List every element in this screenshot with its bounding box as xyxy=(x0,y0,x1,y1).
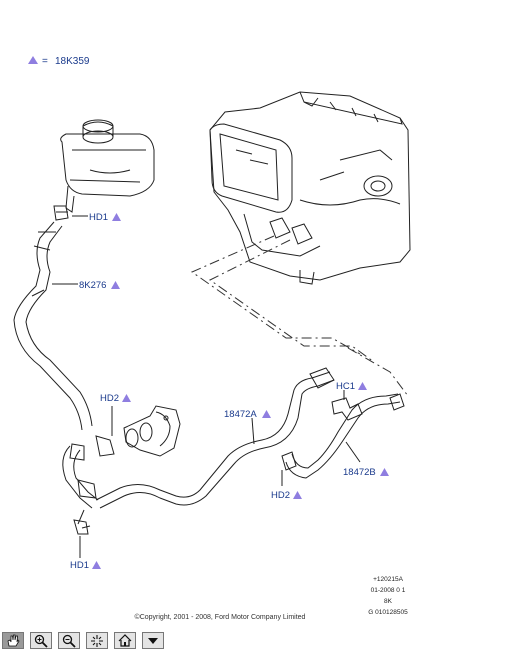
callout-hc1: HC1 xyxy=(336,381,367,392)
callout-label: HD2 xyxy=(271,490,290,501)
callout-leaders xyxy=(52,215,361,558)
callout-label: HD1 xyxy=(89,212,108,223)
triangle-marker-icon xyxy=(28,56,38,64)
clamp-hc1 xyxy=(331,397,363,421)
triangle-marker-icon xyxy=(293,491,302,499)
triangle-marker-icon xyxy=(92,561,101,569)
callout-8k276: 8K276 xyxy=(79,280,120,291)
callout-18472b: 18472B xyxy=(343,467,389,478)
home-button[interactable] xyxy=(114,632,136,649)
legend-equals: = xyxy=(42,56,48,67)
reference-line-3: 8K xyxy=(384,598,393,605)
dropdown-button[interactable] xyxy=(142,632,164,649)
reference-line-1: +120215A xyxy=(373,576,403,583)
pan-button[interactable] xyxy=(2,632,24,649)
parts-diagram: = 18K359 xyxy=(13,56,411,621)
lower-left-hose xyxy=(62,435,115,535)
legend-part-number: 18K359 xyxy=(55,56,90,67)
triangle-marker-icon xyxy=(122,394,131,402)
callout-label: 18472A xyxy=(224,409,257,420)
reset-view-button[interactable] xyxy=(86,632,108,649)
triangle-marker-icon xyxy=(111,281,120,289)
pan-hand-icon xyxy=(6,634,20,647)
triangle-marker-icon xyxy=(262,410,271,418)
legend: = 18K359 xyxy=(28,56,90,67)
callout-18472a: 18472A xyxy=(224,409,271,420)
triangle-marker-icon xyxy=(380,468,389,476)
outlet-connector xyxy=(123,405,181,457)
callout-hd1-top: HD1 xyxy=(89,212,121,223)
zoom-in-button[interactable] xyxy=(30,632,52,649)
callout-hd2-right: HD2 xyxy=(271,490,302,501)
zoom-in-icon xyxy=(34,634,48,648)
leader-lines xyxy=(190,235,409,397)
triangle-marker-icon xyxy=(358,382,367,390)
zoom-out-icon xyxy=(62,634,76,648)
triangle-marker-icon xyxy=(112,213,121,221)
reset-view-icon xyxy=(90,634,104,648)
dropdown-arrow-icon xyxy=(147,637,159,645)
callout-label: HD2 xyxy=(100,393,119,404)
home-icon xyxy=(118,634,132,647)
heater-unit xyxy=(209,91,411,285)
copyright-text: ©Copyright, 2001 - 2008, Ford Motor Comp… xyxy=(135,613,306,621)
callout-label: HC1 xyxy=(336,381,355,392)
reference-line-4: G 010128505 xyxy=(368,609,408,616)
hose-18472B xyxy=(281,393,405,479)
callout-hd1-bottom: HD1 xyxy=(70,560,101,571)
reference-line-2: 01-2008 0 1 xyxy=(371,587,406,594)
callout-label: 8K276 xyxy=(79,280,106,291)
hose-8K276 xyxy=(13,221,93,431)
reference-block: +120215A 01-2008 0 1 8K G 010128505 xyxy=(368,576,408,616)
callout-label: 18472B xyxy=(343,467,376,478)
clamp-hd1-top xyxy=(53,205,69,221)
expansion-tank xyxy=(60,119,155,213)
zoom-out-button[interactable] xyxy=(58,632,80,649)
callout-label: HD1 xyxy=(70,560,89,571)
hose-18472A xyxy=(95,367,335,509)
viewer-toolbar xyxy=(0,630,520,650)
callout-hd2-left: HD2 xyxy=(100,393,131,404)
